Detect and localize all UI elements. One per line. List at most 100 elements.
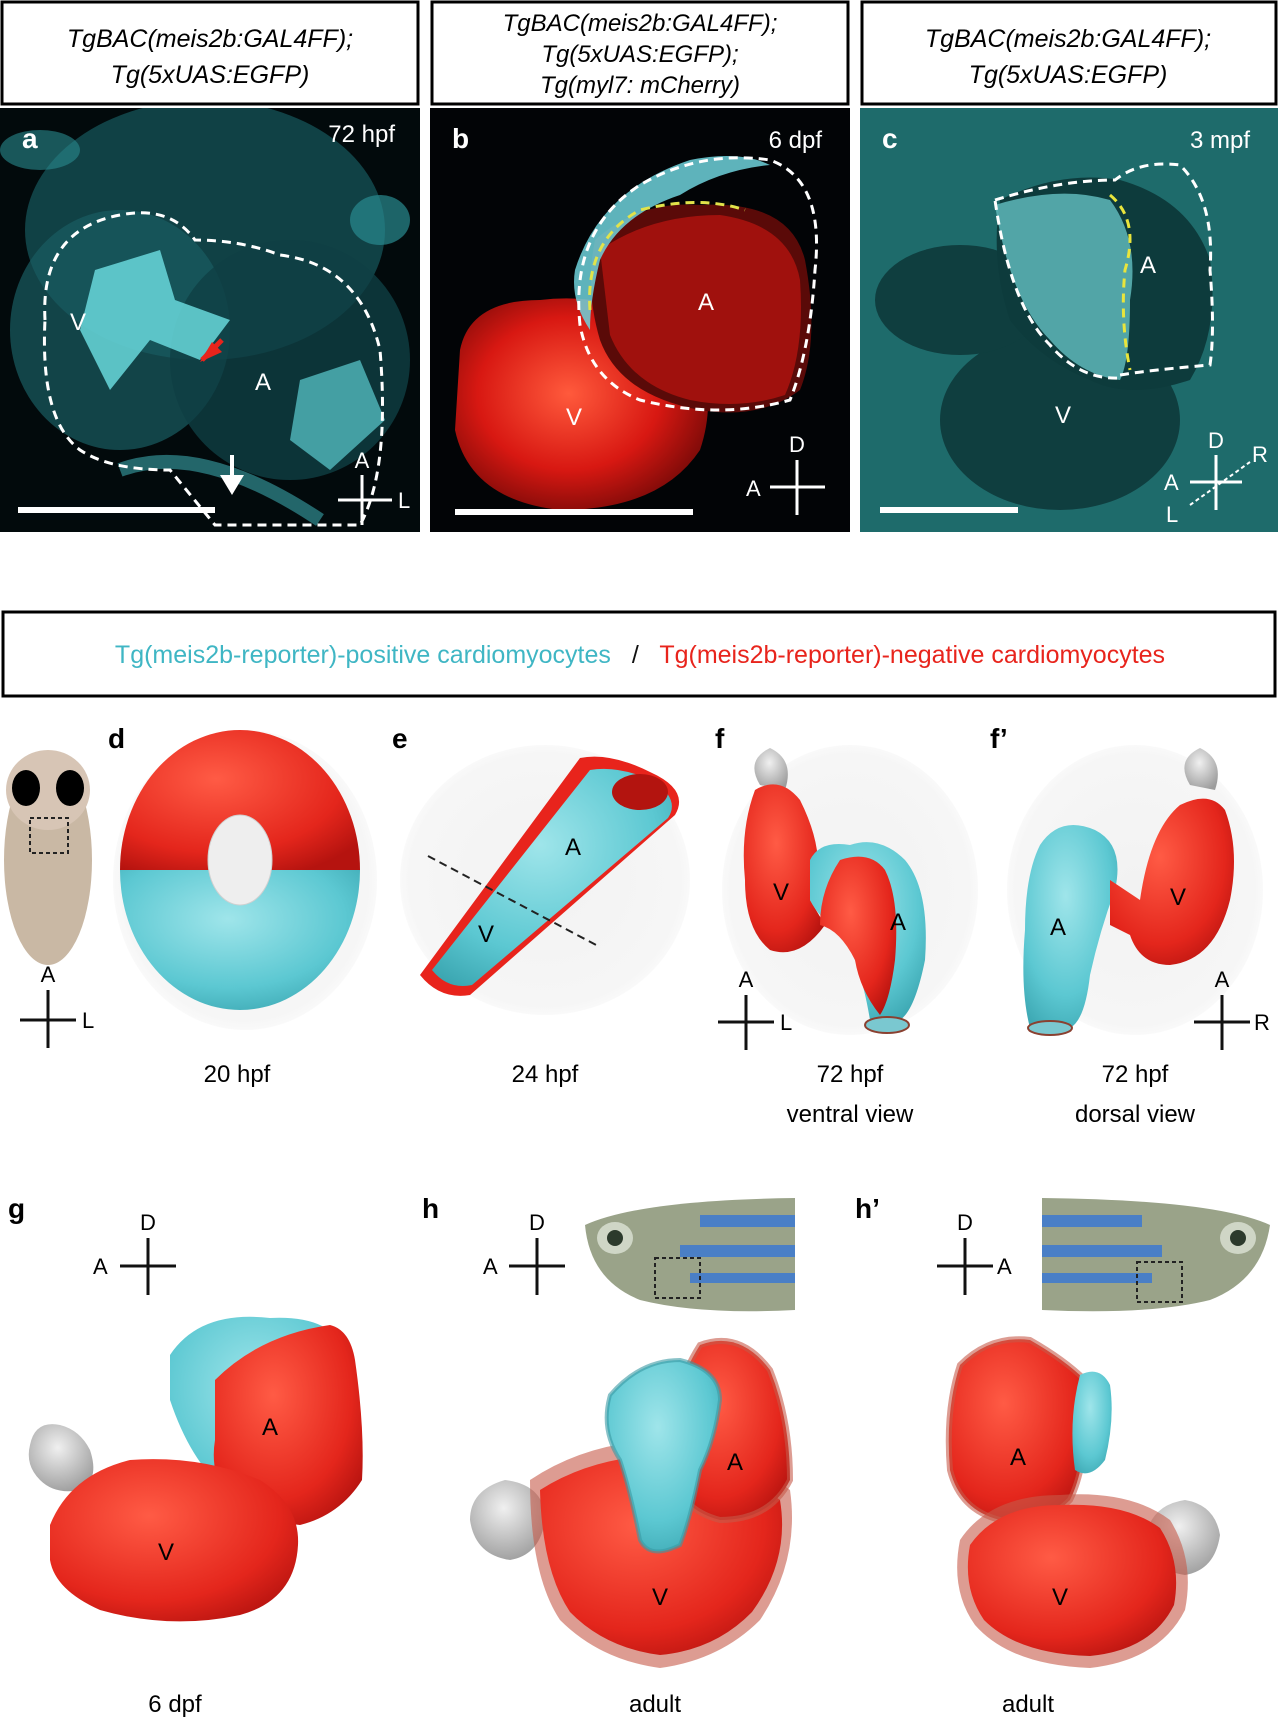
- schematic-g-axis-left: A: [93, 1254, 108, 1279]
- schematic-h-prime-label-a: A: [1010, 1444, 1026, 1471]
- schematic-h-prime-letter: h’: [855, 1193, 880, 1224]
- panel-c-axis: D A R L: [1164, 428, 1268, 527]
- panel-c-letter: c: [882, 123, 898, 154]
- schematic-d-letter: d: [108, 723, 125, 754]
- panel-a-micrograph: [0, 108, 420, 532]
- schematic-f-prime: f’ A V A R 72 hpf dorsal view: [990, 723, 1270, 1128]
- schematic-h-caption: adult: [629, 1691, 681, 1718]
- legend-box: [1, 610, 1277, 698]
- panel-b-axis-left: A: [746, 476, 761, 501]
- schematic-f-label-v: V: [773, 879, 789, 906]
- panel-a-title-line-2: Tg(5xUAS:EGFP): [111, 61, 310, 89]
- panel-b-axis-up: D: [789, 432, 805, 457]
- panel-a-label-a: A: [255, 369, 271, 396]
- schematic-d-caption: 20 hpf: [204, 1061, 271, 1088]
- panel-a-letter: a: [22, 123, 38, 154]
- panel-b: TgBAC(meis2b:GAL4FF); Tg(5xUAS:EGFP); Tg…: [430, 0, 850, 532]
- panel-c-label-a: A: [1140, 252, 1156, 279]
- schematic-f-letter: f: [715, 723, 725, 754]
- schematic-h-prime-axis-right: A: [997, 1254, 1012, 1279]
- panel-c-axis-diag-bottom: L: [1166, 502, 1178, 527]
- schematic-f-prime-axis-up: A: [1215, 967, 1230, 992]
- schematic-f-prime-caption-2: dorsal view: [1075, 1101, 1196, 1128]
- schematic-h-label-a: A: [727, 1449, 743, 1476]
- panel-a-label-v: V: [70, 309, 86, 336]
- schematic-h-axis: D A: [483, 1210, 565, 1295]
- schematic-g-caption: 6 dpf: [148, 1691, 202, 1718]
- schematic-d-axis: A L: [20, 962, 94, 1048]
- schematic-f-prime-letter: f’: [990, 723, 1008, 754]
- legend-text: Tg(meis2b-reporter)-positive cardiomyocy…: [115, 641, 1165, 669]
- schematic-h-prime-axis-up: D: [957, 1210, 973, 1235]
- panel-c-axis-diag-top: R: [1252, 442, 1268, 467]
- schematic-g-axis-up: D: [140, 1210, 156, 1235]
- schematic-g: g D A A V 6 dpf: [8, 1193, 363, 1718]
- schematic-g-axis: D A: [93, 1210, 176, 1295]
- zebrafish-icon: [585, 1198, 795, 1312]
- schematic-g-letter: g: [8, 1193, 25, 1224]
- panel-b-label-v: V: [566, 404, 582, 431]
- schematic-h-prime-axis: D A: [937, 1210, 1012, 1295]
- schematic-f-axis-up: A: [739, 967, 754, 992]
- schematic-h-prime: h’ D A A V adult: [855, 1193, 1270, 1718]
- schematic-e-caption: 24 hpf: [512, 1061, 579, 1088]
- panel-b-axis: D A: [746, 432, 825, 515]
- schematic-e-label-a: A: [565, 834, 581, 861]
- panel-c: TgBAC(meis2b:GAL4FF); Tg(5xUAS:EGFP) c 3…: [860, 0, 1278, 532]
- panel-a-axis: A L: [338, 448, 410, 525]
- panel-c-title-box: [860, 0, 1278, 106]
- schematic-f-caption-2: ventral view: [787, 1101, 914, 1128]
- panel-a-title-box: [0, 0, 420, 106]
- panel-c-axis-up: D: [1208, 428, 1224, 453]
- panel-b-label-a: A: [698, 289, 714, 316]
- panel-c-micrograph: [860, 108, 1278, 532]
- panel-a-axis-up: A: [355, 448, 370, 473]
- panel-a-title-line-1: TgBAC(meis2b:GAL4FF);: [67, 25, 353, 53]
- zebrafish-icon-mirrored: [1042, 1198, 1270, 1312]
- panel-c-stage: 3 mpf: [1190, 127, 1250, 154]
- legend-separator: /: [632, 641, 639, 669]
- panel-c-label-v: V: [1055, 402, 1071, 429]
- panel-b-title-line-2: Tg(5xUAS:EGFP);: [541, 41, 738, 68]
- panel-c-axis-left: A: [1164, 470, 1179, 495]
- schematic-h-axis-left: A: [483, 1254, 498, 1279]
- schematic-f-axis-right: L: [780, 1010, 792, 1035]
- panel-b-letter: b: [452, 123, 469, 154]
- schematic-e-letter: e: [392, 723, 408, 754]
- schematic-f: f V A A L 72 hpf ventral view: [715, 723, 978, 1128]
- schematic-f-prime-label-v: V: [1170, 884, 1186, 911]
- schematic-h-prime-label-v: V: [1052, 1584, 1068, 1611]
- panel-a-stage: 72 hpf: [328, 121, 395, 148]
- schematic-g-label-a: A: [262, 1414, 278, 1441]
- schematic-h-prime-caption: adult: [1002, 1691, 1054, 1718]
- schematic-f-prime-caption-1: 72 hpf: [1102, 1061, 1169, 1088]
- schematic-d-axis-right: L: [82, 1008, 94, 1033]
- panel-a-axis-right: L: [398, 488, 410, 513]
- panel-c-title-line-1: TgBAC(meis2b:GAL4FF);: [925, 25, 1211, 53]
- legend-positive: Tg(meis2b-reporter)-positive cardiomyocy…: [115, 641, 611, 669]
- schematic-e-label-v: V: [478, 921, 494, 948]
- schematic-f-prime-axis: A R: [1194, 967, 1270, 1050]
- panel-b-stage: 6 dpf: [769, 127, 823, 154]
- schematic-g-label-v: V: [158, 1539, 174, 1566]
- schematic-f-prime-axis-right: R: [1254, 1010, 1270, 1035]
- schematic-e: e A V 24 hpf: [392, 723, 690, 1088]
- schematic-d-axis-up: A: [41, 962, 56, 987]
- panel-b-title-line-1: TgBAC(meis2b:GAL4FF);: [503, 10, 778, 37]
- schematic-f-axis: A L: [718, 967, 792, 1050]
- panel-c-title-line-2: Tg(5xUAS:EGFP): [969, 61, 1168, 89]
- schematic-h-letter: h: [422, 1193, 439, 1224]
- schematic-f-label-a: A: [890, 909, 906, 936]
- schematic-h-label-v: V: [652, 1584, 668, 1611]
- schematic-h: h D A A V adult: [422, 1193, 795, 1718]
- panel-b-micrograph: [430, 108, 850, 532]
- panel-b-title-box: [430, 0, 850, 106]
- embryo-icon: [4, 750, 92, 965]
- schematic-d: d A L 20 hpf: [4, 723, 377, 1088]
- legend-negative: Tg(meis2b-reporter)-negative cardiomyocy…: [659, 641, 1165, 669]
- schematic-h-axis-up: D: [529, 1210, 545, 1235]
- schematic-f-caption-1: 72 hpf: [817, 1061, 884, 1088]
- panel-a: TgBAC(meis2b:GAL4FF); Tg(5xUAS:EGFP) a 7…: [0, 0, 420, 532]
- schematic-f-prime-label-a: A: [1050, 914, 1066, 941]
